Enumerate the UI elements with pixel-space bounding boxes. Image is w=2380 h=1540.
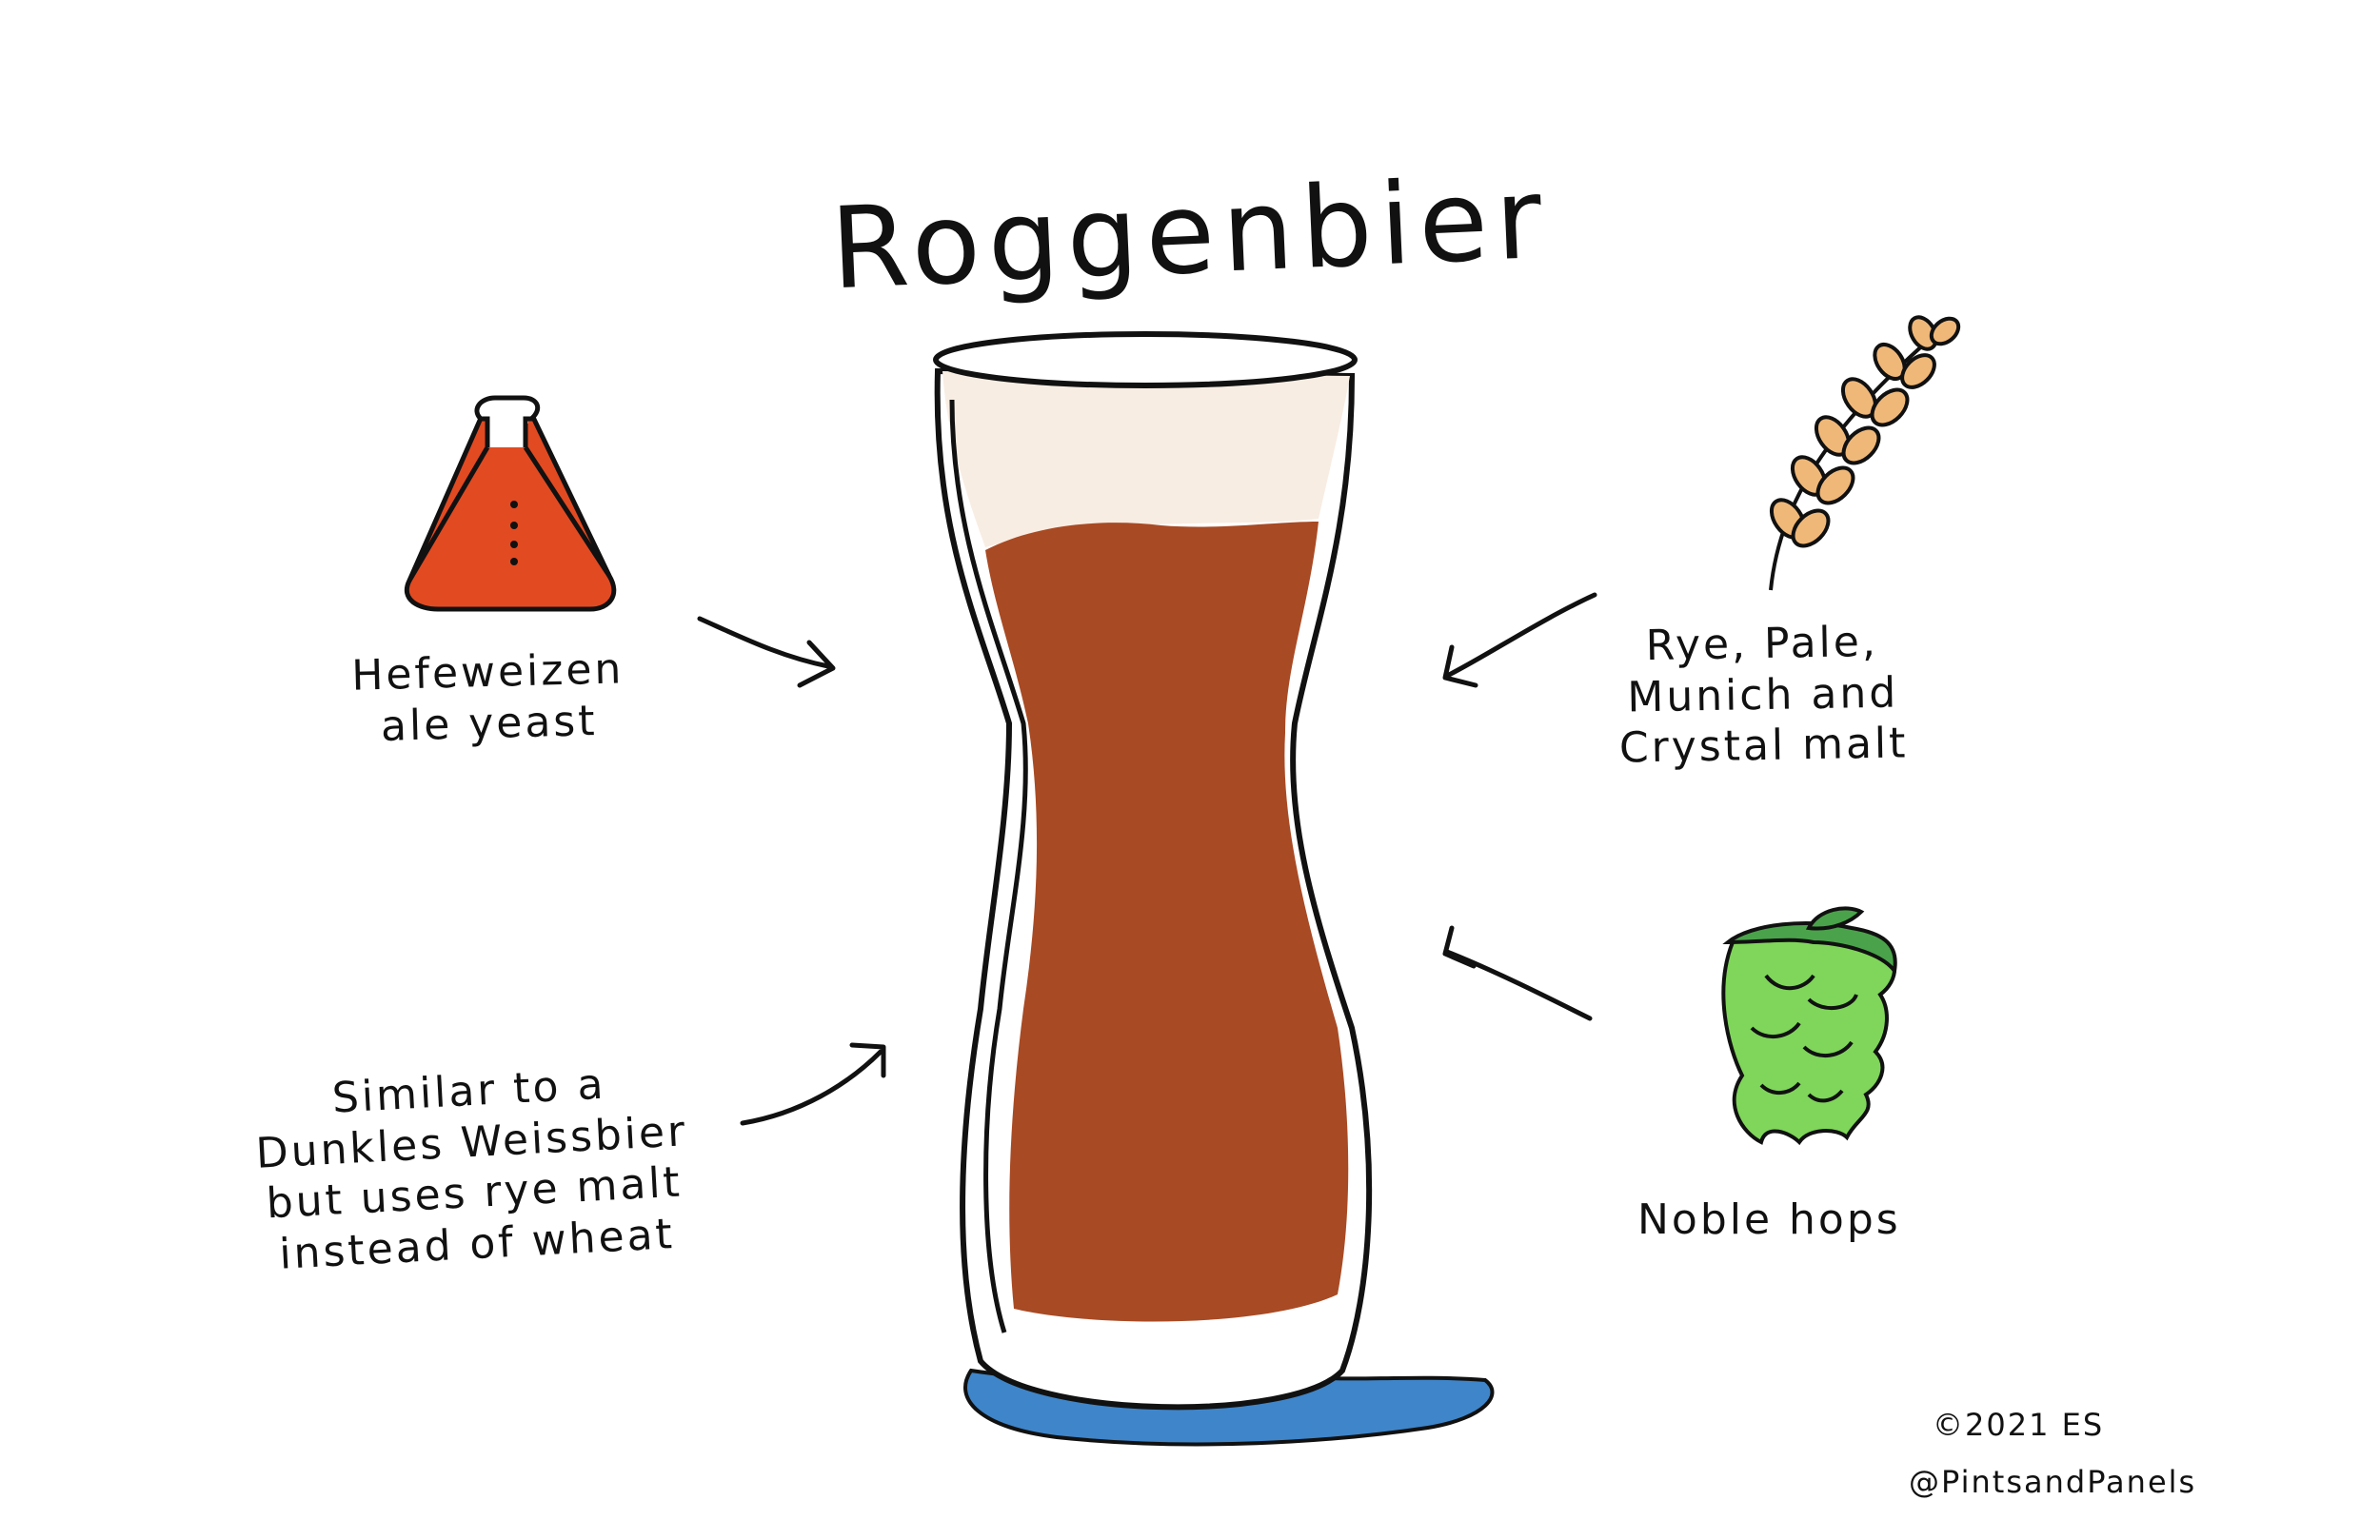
arrow-malt-to-glass	[1442, 592, 1597, 688]
arrow-hops-to-glass	[1442, 925, 1593, 1021]
arrow-yeast-to-glass	[697, 616, 836, 688]
glass-rim	[933, 331, 1358, 388]
label-malt: Rye, Pale, Munich and Crystal malt	[1617, 616, 1909, 774]
glass-reflection	[949, 399, 1028, 1333]
copyright-text: ©2021 ES	[1933, 1407, 2105, 1443]
label-line: Rye, Pale,	[1645, 617, 1879, 671]
label-line: Crystal malt	[1618, 719, 1909, 773]
label-line: ale yeast	[380, 696, 599, 751]
credit-handle: @PintsandPanels	[1909, 1464, 2197, 1500]
label-line: Hefeweizen	[350, 644, 625, 701]
label-hops: Noble hops	[1637, 1194, 1901, 1246]
beer-foam	[942, 371, 1350, 547]
label-line: Munich and	[1626, 668, 1899, 722]
label-yeast: Hefeweizen ale yeast	[351, 643, 626, 753]
beer-liquid	[985, 522, 1349, 1322]
label-line: Noble hops	[1637, 1195, 1901, 1244]
label-similar: Similar to a Dunkles Weissbier but uses …	[252, 1055, 694, 1281]
flask-icon	[404, 395, 617, 612]
arrow-similar-to-glass	[740, 1042, 886, 1126]
hop-cone-icon	[1721, 906, 1897, 1146]
wheat-stalk-icon	[1769, 315, 1961, 591]
